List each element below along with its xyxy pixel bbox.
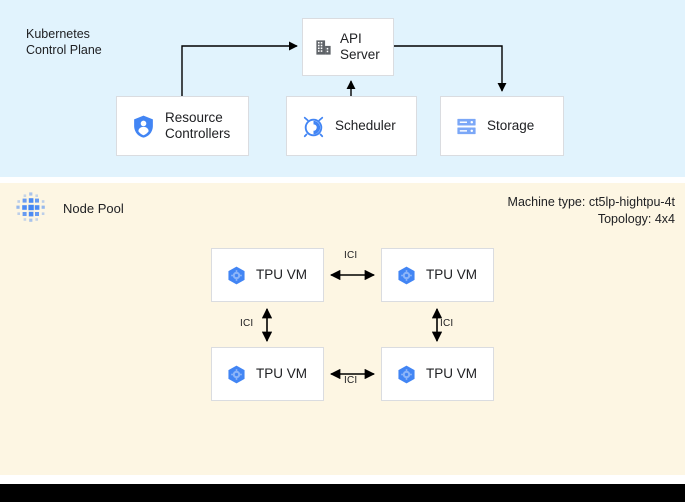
- box-storage-label: Storage: [487, 118, 535, 133]
- box-tpu-vm-3[interactable]: TPU VM: [381, 347, 494, 401]
- node-pool-header: Node Pool: [13, 190, 124, 226]
- box-tpu-vm-0[interactable]: TPU VM: [211, 248, 324, 302]
- node-pool-section: [0, 183, 685, 475]
- box-scheduler[interactable]: Scheduler: [286, 96, 417, 156]
- machine-info: Machine type: ct5lp-hightpu-4t Topology:…: [508, 194, 675, 228]
- control-plane-title: Kubernetes Control Plane: [26, 27, 102, 57]
- box-resource-controllers-label: Resource Controllers: [165, 110, 231, 141]
- box-resource-controllers[interactable]: Resource Controllers: [116, 96, 249, 156]
- shield-person-icon: [131, 114, 156, 139]
- ici-label-left: ICI: [240, 318, 254, 329]
- box-tpu-vm-2-label: TPU VM: [256, 366, 308, 381]
- machine-type-text: Machine type: ct5lp-hightpu-4t: [507, 195, 675, 209]
- ici-label-top: ICI: [344, 250, 358, 261]
- box-tpu-vm-3-label: TPU VM: [426, 366, 478, 381]
- tpu-hexagon-icon: [226, 364, 247, 385]
- alarm-clock-icon: [301, 114, 326, 139]
- box-tpu-vm-1-label: TPU VM: [426, 267, 478, 282]
- tpu-hexagon-icon: [226, 265, 247, 286]
- bottom-bar: [0, 484, 685, 502]
- node-pool-label: Node Pool: [63, 200, 124, 216]
- dot-matrix-icon: [13, 190, 49, 226]
- tpu-hexagon-icon: [396, 364, 417, 385]
- box-storage[interactable]: Storage: [440, 96, 564, 156]
- box-api-server[interactable]: API Server: [302, 18, 394, 76]
- box-tpu-vm-0-label: TPU VM: [256, 267, 308, 282]
- ici-label-bottom: ICI: [344, 375, 358, 386]
- server-rack-icon: [455, 115, 478, 138]
- tpu-hexagon-icon: [396, 265, 417, 286]
- topology-text: Topology: 4x4: [597, 212, 675, 226]
- box-api-server-label: API Server: [340, 31, 380, 62]
- ici-label-right: ICI: [440, 318, 454, 329]
- box-scheduler-label: Scheduler: [335, 118, 396, 133]
- box-tpu-vm-1[interactable]: TPU VM: [381, 248, 494, 302]
- building-icon: [314, 38, 333, 57]
- box-tpu-vm-2[interactable]: TPU VM: [211, 347, 324, 401]
